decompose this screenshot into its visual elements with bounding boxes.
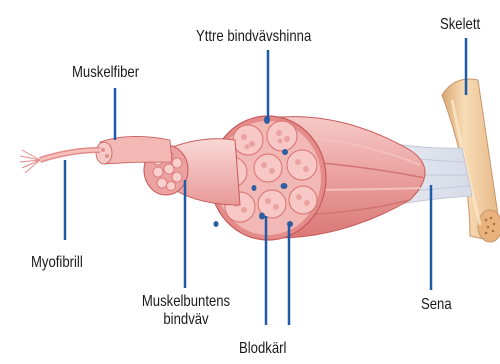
- label-muskelbuntens-bindvav: Muskelbuntens bindväv: [140, 293, 232, 329]
- label-sena: Sena: [421, 296, 452, 314]
- label-muskelfiber: Muskelfiber: [72, 64, 139, 82]
- muscle-fiber: [96, 136, 172, 164]
- label-yttre-bindvavshinna: Yttre bindvävshinna: [196, 28, 311, 46]
- label-skelett: Skelett: [440, 16, 480, 34]
- myofibril-strands: [20, 150, 100, 173]
- label-blodkarl: Blodkärl: [239, 340, 286, 358]
- label-myofibrill: Myofibrill: [31, 254, 83, 272]
- label-muskelbuntens-line2: bindväv: [140, 311, 232, 329]
- label-muskelbuntens-line1: Muskelbuntens: [140, 293, 232, 311]
